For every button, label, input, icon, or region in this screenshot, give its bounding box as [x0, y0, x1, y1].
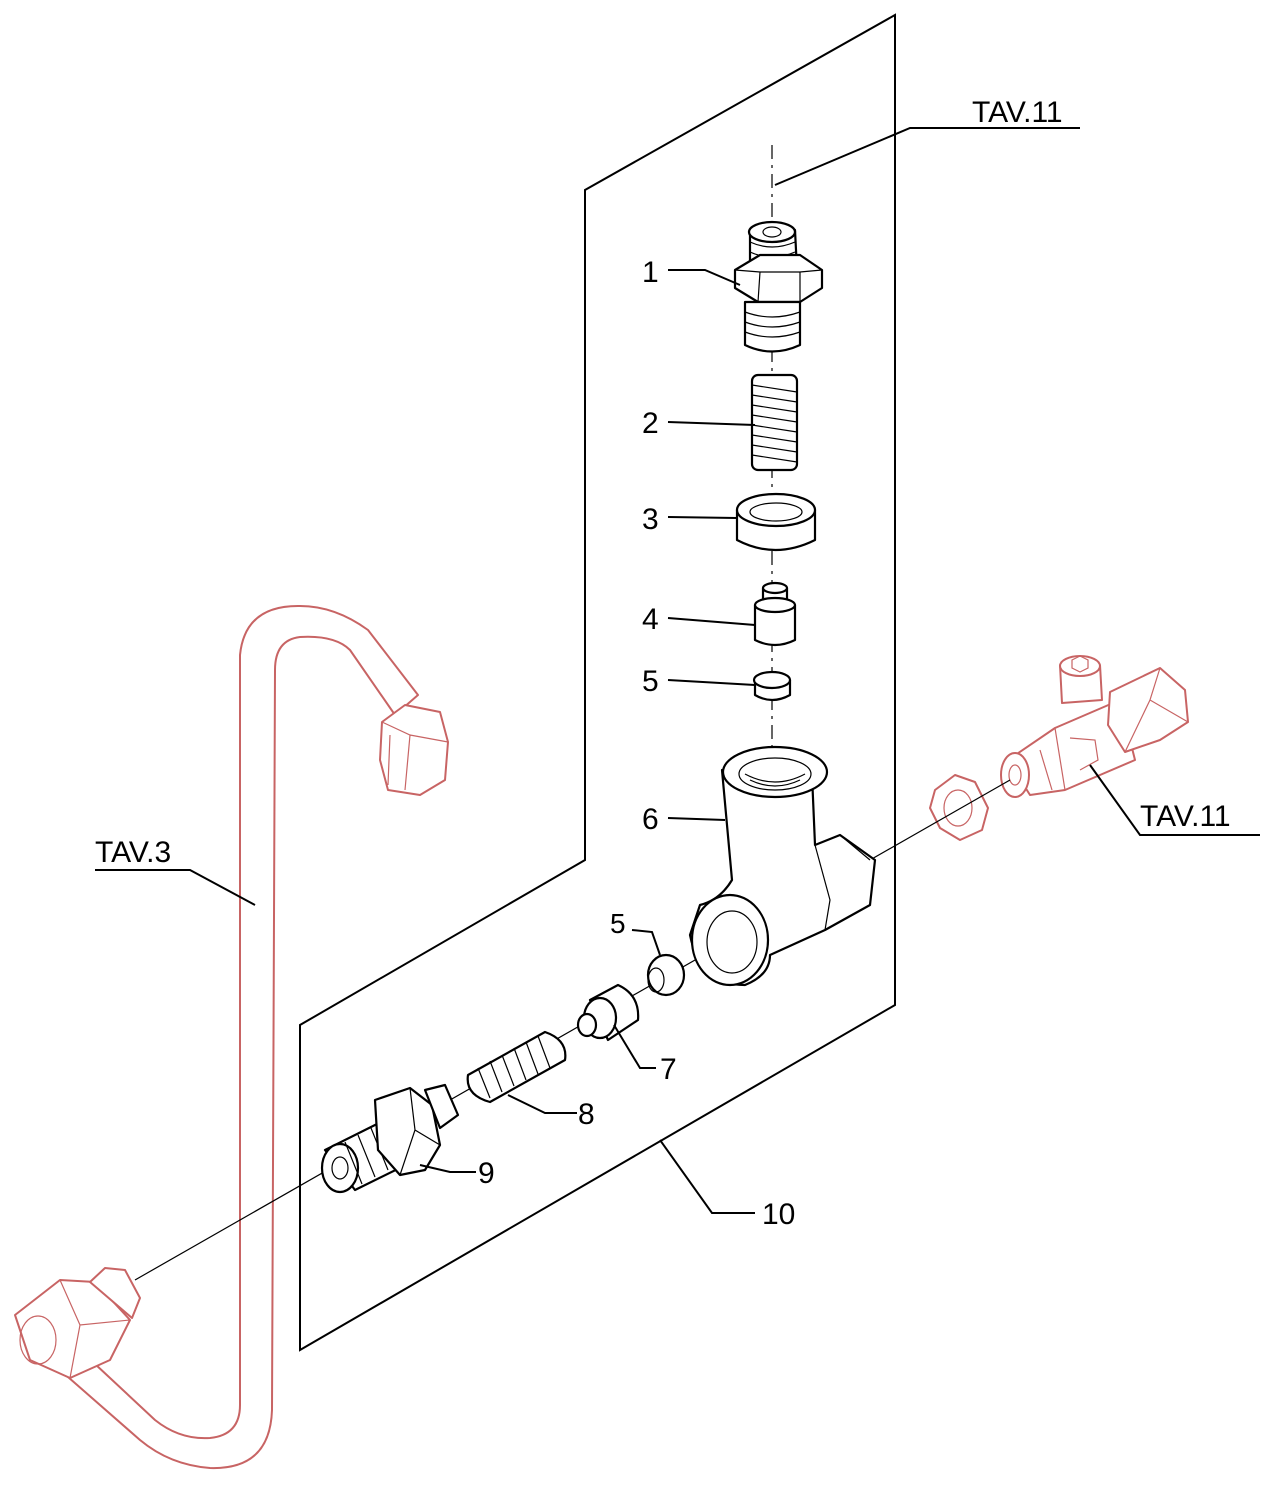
bent-pipe-tav3 — [14, 604, 449, 1470]
label-part-10: 10 — [762, 1198, 795, 1231]
part-4-valve — [753, 581, 797, 647]
part-1-nipple — [733, 220, 824, 353]
part-5-seat-upper — [752, 670, 792, 702]
part-2-spring — [750, 373, 799, 472]
label-part-1: 1 — [642, 256, 659, 289]
label-ref-top: TAV.11 — [972, 96, 1063, 129]
label-part-8: 8 — [578, 1098, 595, 1131]
leader-lines — [95, 127, 1260, 1214]
tee-fitting-tav11 — [929, 655, 1189, 841]
part-5-seat-lower — [646, 953, 686, 997]
label-part-5-lower: 5 — [610, 908, 626, 939]
label-part-5-upper: 5 — [642, 665, 659, 698]
label-part-9: 9 — [478, 1157, 495, 1190]
part-6-elbow-body — [688, 745, 877, 987]
label-part-7: 7 — [660, 1053, 677, 1086]
label-part-2: 2 — [642, 407, 659, 440]
part-3-ring — [735, 492, 817, 552]
part-9-nipple — [320, 1083, 460, 1194]
label-part-3: 3 — [642, 503, 659, 536]
label-part-4: 4 — [642, 603, 659, 636]
part-8-spring — [466, 1030, 567, 1104]
callout-labels: TAV.11 TAV.11 TAV.3 1 2 3 4 5 6 5 7 8 9 … — [95, 96, 1231, 1231]
group-panel-outline — [299, 13, 896, 1352]
label-ref-right: TAV.11 — [1140, 800, 1231, 833]
label-part-6: 6 — [642, 803, 659, 836]
part-7-valve — [576, 983, 640, 1042]
label-ref-left: TAV.3 — [95, 836, 171, 869]
